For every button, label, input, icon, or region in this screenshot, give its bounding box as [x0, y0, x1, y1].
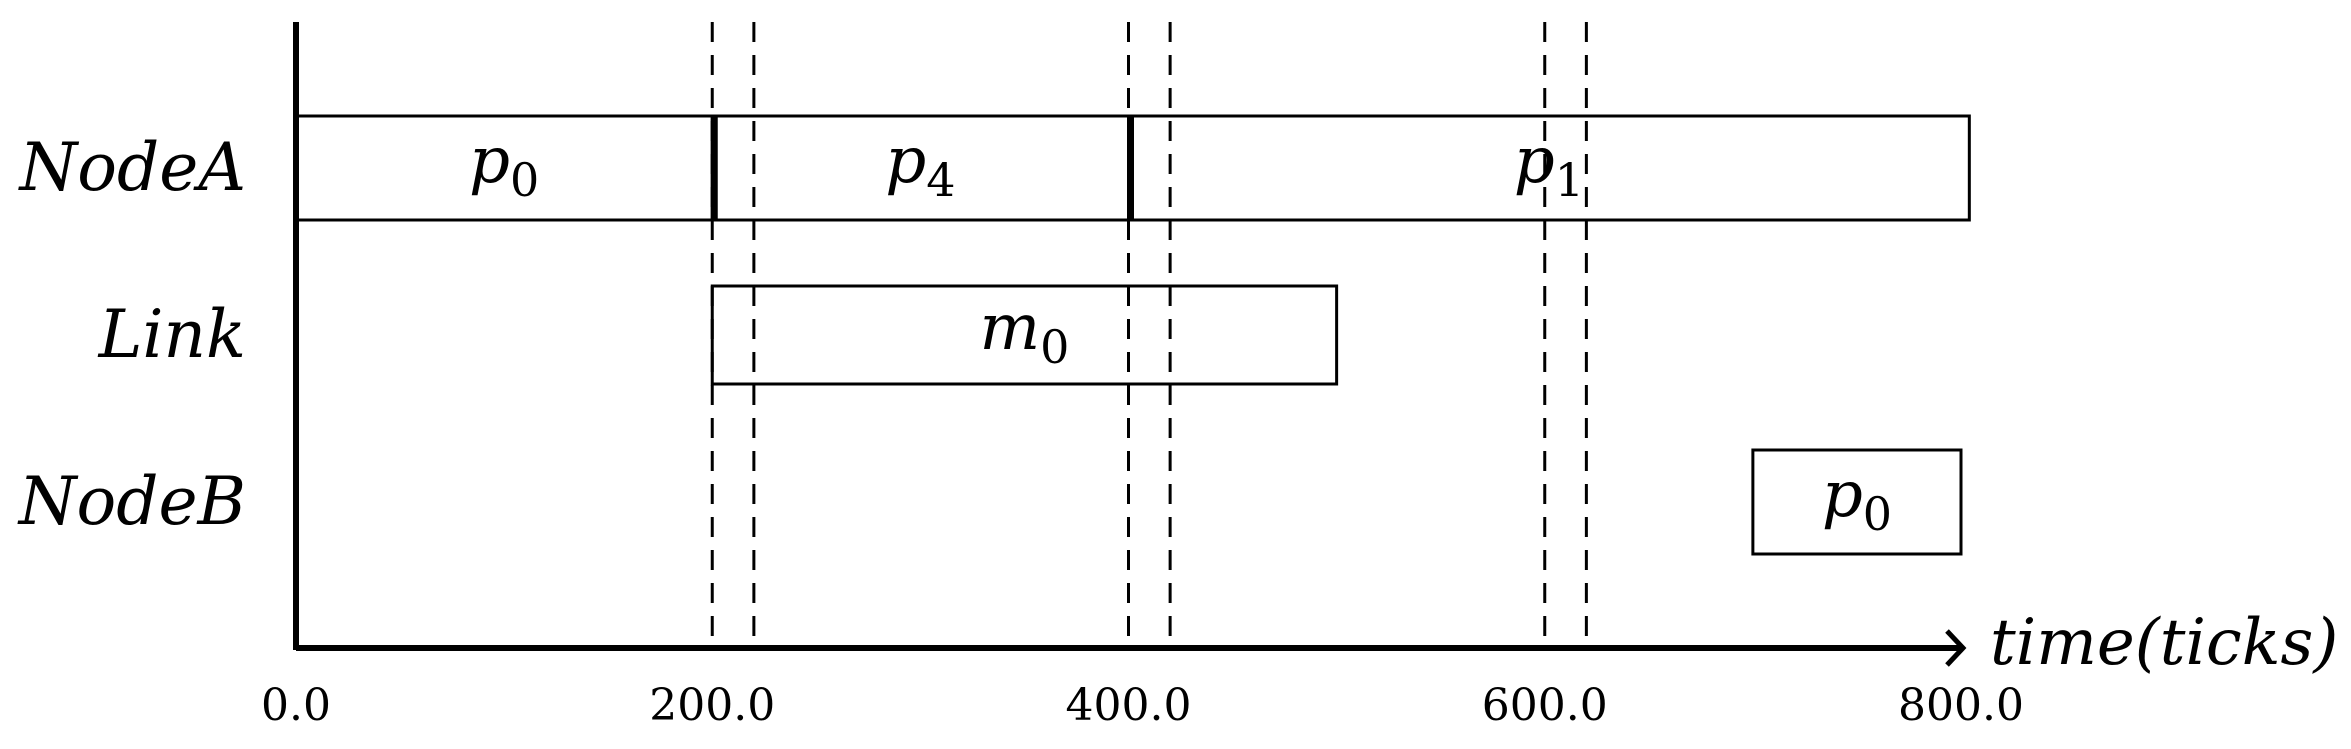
bar-label-nodea-p1: p1	[1514, 124, 1584, 207]
bar-label-nodea-p0: p0	[469, 124, 539, 207]
lane-label-nodeb: NodeB	[17, 463, 246, 540]
axes: time(ticks)	[293, 22, 2338, 680]
x-tick-label-2: 400.0	[1066, 680, 1192, 731]
lane-label-nodea: NodeA	[18, 129, 246, 206]
x-axis-title: time(ticks)	[1990, 606, 2338, 680]
x-tick-label-1: 200.0	[649, 680, 775, 731]
bar-nodea-p1	[1127, 114, 1971, 222]
x-tick-label-3: 600.0	[1482, 680, 1608, 731]
bar-nodeb-p0	[1751, 448, 1963, 556]
x-tick-label-4: 800.0	[1898, 680, 2024, 731]
x-ticks: 0.0 200.0 400.0 600.0 800.0	[261, 680, 2024, 731]
x-tick-label-0: 0.0	[261, 680, 331, 731]
lane-label-link: Link	[98, 296, 246, 373]
bar-link-m0	[710, 284, 1339, 386]
x-axis-arrowhead	[1945, 629, 1967, 667]
